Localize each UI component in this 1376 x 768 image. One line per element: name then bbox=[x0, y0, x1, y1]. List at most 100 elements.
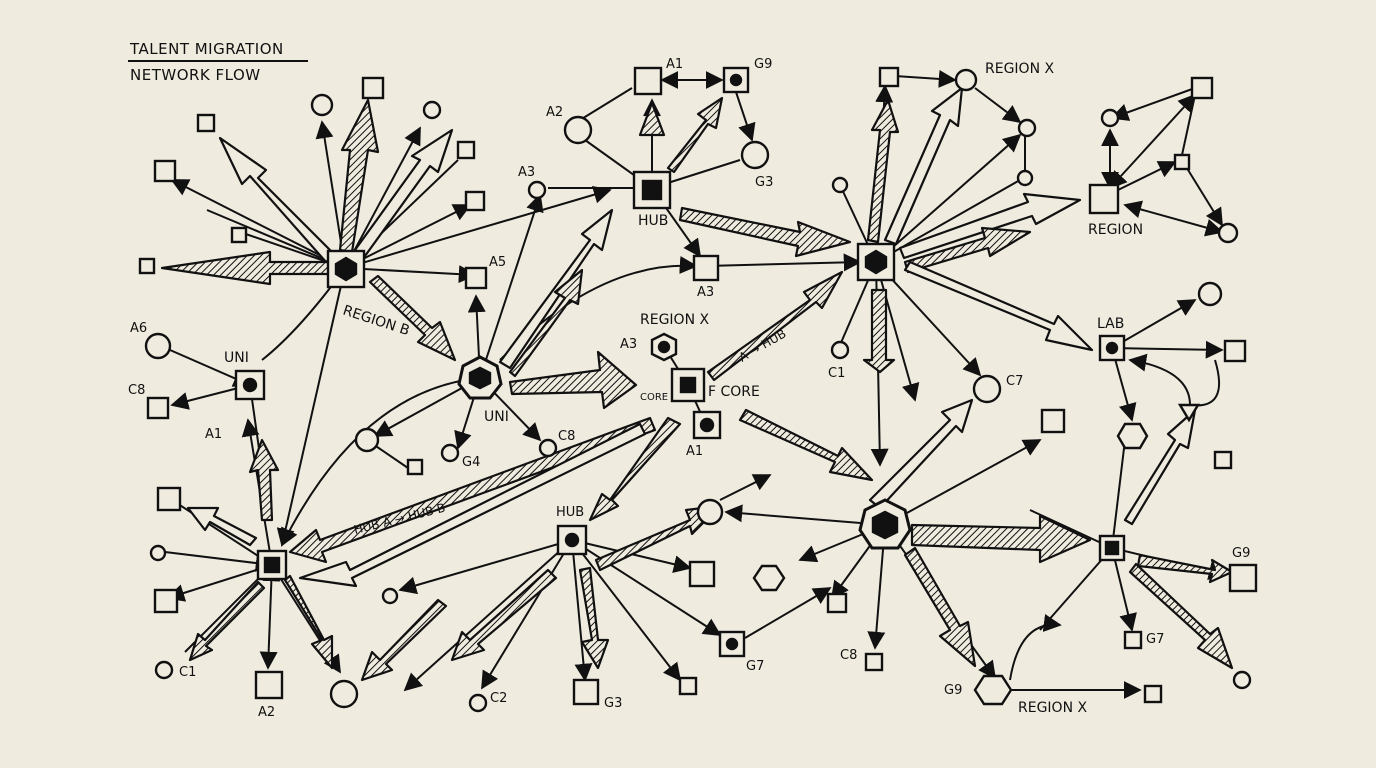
hub-node-right-small bbox=[1098, 534, 1126, 562]
label-region-x-bottom: REGION X bbox=[1018, 700, 1087, 716]
bold-flow-arrows bbox=[160, 86, 1234, 682]
edge bbox=[1184, 164, 1223, 227]
edge bbox=[171, 499, 273, 566]
bold-arrow bbox=[288, 416, 657, 564]
node-g9-top bbox=[722, 66, 750, 94]
circle-node bbox=[154, 660, 174, 680]
edge bbox=[479, 193, 544, 379]
hub-node-lower-hub bbox=[556, 524, 588, 556]
edge bbox=[1108, 93, 1197, 190]
label-c2: C2 bbox=[490, 691, 507, 706]
node-a1-center bbox=[692, 410, 722, 440]
edge bbox=[735, 91, 756, 142]
bold-arrow bbox=[903, 546, 977, 668]
circle-node bbox=[538, 438, 558, 458]
bold-arrow bbox=[298, 422, 647, 588]
edge bbox=[259, 563, 281, 670]
bold-arrow bbox=[903, 260, 1094, 352]
node-a3-center bbox=[650, 332, 678, 362]
square-node bbox=[878, 66, 900, 88]
circle-node bbox=[972, 374, 1002, 404]
bold-arrow bbox=[678, 206, 852, 258]
circle-node bbox=[1100, 108, 1120, 128]
square-node bbox=[146, 396, 170, 420]
label-a1-top: A1 bbox=[666, 57, 683, 72]
edge bbox=[1181, 94, 1196, 156]
title-underline bbox=[128, 60, 308, 62]
edge bbox=[875, 133, 1022, 263]
hub-node-uni-center bbox=[457, 355, 503, 400]
square-node bbox=[1123, 630, 1143, 650]
circle-node bbox=[329, 679, 359, 709]
label-g9-bottom: G9 bbox=[944, 683, 962, 698]
hub-node-center-big bbox=[858, 498, 912, 550]
edge bbox=[1111, 547, 1137, 632]
diagram-subtitle: NETWORK FLOW bbox=[130, 66, 261, 84]
bold-arrow bbox=[160, 250, 332, 286]
label-a2-bottom: A2 bbox=[258, 705, 275, 720]
square-node bbox=[196, 113, 216, 133]
label-g9-top: G9 bbox=[754, 57, 772, 72]
edge bbox=[276, 267, 346, 547]
edge bbox=[1110, 87, 1196, 121]
bold-arrow bbox=[706, 270, 844, 382]
square-node bbox=[826, 592, 848, 614]
square-node bbox=[153, 588, 179, 614]
edge bbox=[705, 253, 862, 272]
label-region-x-center: REGION X bbox=[640, 312, 709, 328]
edge bbox=[170, 179, 346, 269]
octagon-node bbox=[1116, 422, 1149, 450]
square-node bbox=[688, 560, 716, 588]
edge bbox=[344, 204, 472, 269]
square-node bbox=[1190, 76, 1214, 100]
label-c8-bottom: C8 bbox=[840, 648, 857, 663]
label-g3-bottom: G3 bbox=[604, 696, 622, 711]
bold-arrow bbox=[186, 506, 258, 547]
bold-arrow bbox=[638, 101, 666, 137]
bold-arrow bbox=[498, 208, 614, 370]
edge bbox=[1029, 509, 1113, 549]
node-g7-center bbox=[718, 630, 746, 658]
edge bbox=[1009, 614, 1062, 681]
edge bbox=[894, 69, 957, 88]
label-hub-top: HUB bbox=[638, 213, 668, 229]
circle-node bbox=[354, 427, 380, 453]
label-g7-center: G7 bbox=[746, 659, 764, 674]
square-node bbox=[1040, 408, 1066, 434]
bold-arrow bbox=[368, 274, 457, 362]
bold-arrow bbox=[283, 574, 334, 670]
edge bbox=[719, 474, 772, 501]
circle-node bbox=[1197, 281, 1223, 307]
square-node bbox=[1228, 563, 1258, 593]
label-a3-top: A3 bbox=[518, 165, 535, 180]
square-node bbox=[254, 670, 284, 700]
edge bbox=[571, 539, 682, 682]
triangle-node bbox=[1177, 403, 1201, 423]
circle-node bbox=[830, 340, 850, 360]
square-node bbox=[230, 226, 248, 244]
label-g4: G4 bbox=[462, 455, 480, 470]
bold-arrow bbox=[910, 514, 1092, 564]
bold-arrow bbox=[578, 566, 610, 670]
circle-node bbox=[1232, 670, 1252, 690]
network-nodes bbox=[138, 66, 1258, 713]
label-uni-center: UNI bbox=[484, 409, 509, 425]
circle-node bbox=[563, 115, 593, 145]
circle-node bbox=[468, 693, 488, 713]
square-node bbox=[156, 486, 182, 512]
octagon-node bbox=[752, 564, 786, 592]
edge bbox=[571, 539, 593, 682]
edge bbox=[1189, 359, 1220, 407]
bold-arrow bbox=[738, 408, 874, 482]
label-region-right: REGION bbox=[1088, 222, 1143, 238]
label-g9-right: G9 bbox=[1232, 546, 1250, 561]
edge bbox=[571, 539, 722, 636]
circle-node bbox=[696, 498, 724, 526]
bold-arrow bbox=[508, 350, 638, 410]
circle-node bbox=[1017, 118, 1037, 138]
edge bbox=[1123, 200, 1224, 237]
hub-node-region-b bbox=[326, 249, 366, 289]
bold-arrow bbox=[248, 438, 280, 522]
edge bbox=[344, 185, 612, 269]
